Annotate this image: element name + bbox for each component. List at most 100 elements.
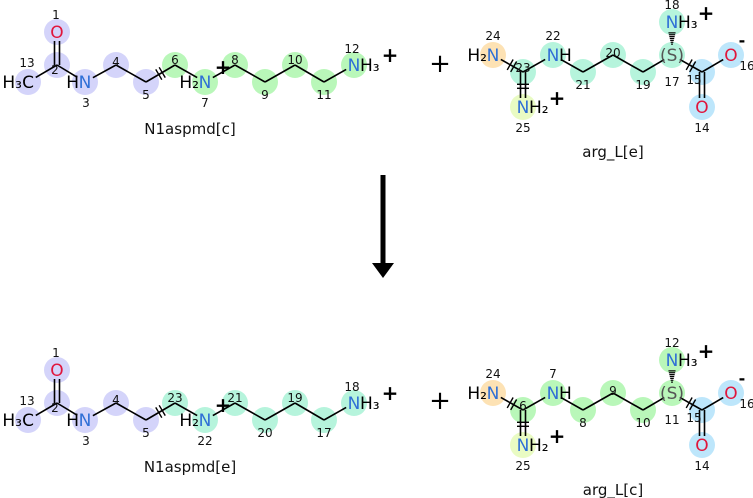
atom-element-label: N [487, 46, 500, 66]
atom-number: 1 [52, 8, 60, 22]
atom-hydrogen-label: H₃ [678, 351, 698, 371]
atom-number: 25 [515, 459, 530, 473]
atom-number: 15 [686, 73, 701, 87]
atom-number: 6 [519, 399, 527, 413]
atom-number: 7 [549, 367, 557, 381]
atom-highlight [72, 69, 98, 95]
atom-number: 19 [287, 391, 302, 405]
bond-line [642, 58, 665, 73]
atom-highlight [510, 94, 536, 120]
atom-number: 14 [694, 459, 709, 473]
atom-number: 2 [51, 63, 59, 77]
atom-number: 22 [545, 29, 560, 43]
atom-number: 5 [142, 88, 150, 102]
charge-label: + [215, 393, 232, 417]
atom-number: 8 [579, 416, 587, 430]
bond-line [582, 54, 614, 73]
atom-number: 18 [664, 0, 679, 12]
atom-number: 6 [171, 53, 179, 67]
atom-number: 25 [515, 121, 530, 135]
atom-element-label: O [695, 98, 708, 118]
bond-line [174, 64, 198, 79]
bond-line [679, 58, 703, 73]
atom-element-label: N [348, 56, 361, 76]
bond-line [612, 392, 644, 411]
atom-highlight [689, 94, 715, 120]
atom-highlight [72, 407, 98, 433]
atom-hydrogen-label: H₂ [179, 411, 199, 431]
atom-number: 12 [664, 336, 679, 350]
atom-hydrogen-label: H₂ [529, 436, 549, 456]
atom-element-label: O [724, 384, 737, 404]
atom-number: 23 [515, 61, 530, 75]
atom-element-label: N [79, 411, 92, 431]
bond-line [35, 64, 58, 79]
charge-label: - [739, 369, 746, 388]
atom-number: 4 [112, 393, 120, 407]
atom-element-label: N [547, 46, 560, 66]
atom-number: 11 [664, 413, 679, 427]
bond-line [294, 402, 325, 421]
atom-element-label: N [79, 73, 92, 93]
bond-line [158, 404, 166, 417]
atom-number: 24 [485, 367, 500, 381]
bond-line [506, 397, 514, 409]
atom-highlight [192, 407, 218, 433]
bond-line [510, 61, 518, 73]
bond-line [685, 397, 693, 409]
atom-number: 21 [575, 78, 590, 92]
atom-number: 13 [19, 56, 34, 70]
atom-number: 15 [686, 411, 701, 425]
bond-line [689, 61, 697, 73]
atom-number: 2 [51, 401, 59, 415]
charge-label: - [739, 31, 746, 50]
atom-number: 16 [739, 59, 753, 73]
charge-label: + [382, 381, 399, 405]
atom-number: 5 [142, 426, 150, 440]
bond-line [158, 66, 166, 79]
atom-number: 3 [82, 96, 90, 110]
charge-label: + [215, 55, 232, 79]
atom-number: 9 [609, 384, 617, 398]
bond-line [145, 64, 176, 83]
atom-number: 10 [287, 53, 302, 67]
atom-element-label: N [199, 411, 212, 431]
atom-number: 17 [664, 75, 679, 89]
atom-highlight [540, 380, 566, 406]
atom-number: 19 [635, 78, 650, 92]
atom-highlight [341, 52, 367, 78]
bond-line [234, 402, 266, 421]
atom-highlight [689, 432, 715, 458]
bond-line [689, 399, 697, 411]
atom-number: 8 [231, 53, 239, 67]
charge-label: + [549, 424, 566, 448]
atom-number: 1 [52, 346, 60, 360]
atom-highlight [510, 432, 536, 458]
atom-number: 14 [694, 121, 709, 135]
atom-highlight [659, 347, 685, 373]
bond-line [264, 64, 296, 83]
bond-line [323, 406, 347, 421]
atom-element-label: (S) [660, 384, 684, 404]
atom-number: 20 [605, 46, 620, 60]
bond-line [115, 402, 147, 421]
bond-line [560, 58, 584, 73]
bond-line [212, 402, 236, 417]
bond-line [500, 396, 524, 411]
bond-line [560, 396, 584, 411]
bond-line [642, 396, 665, 411]
atom-number: 11 [316, 88, 331, 102]
charge-label: + [549, 86, 566, 110]
bond-line [92, 64, 117, 79]
bond-line [294, 64, 325, 83]
bond-line [582, 392, 614, 411]
atom-number: 3 [82, 434, 90, 448]
molecule-name: arg_L[c] [583, 481, 643, 498]
atom-highlight [718, 380, 744, 406]
atom-number: 12 [344, 42, 359, 56]
reaction-arrow-icon [372, 175, 394, 278]
